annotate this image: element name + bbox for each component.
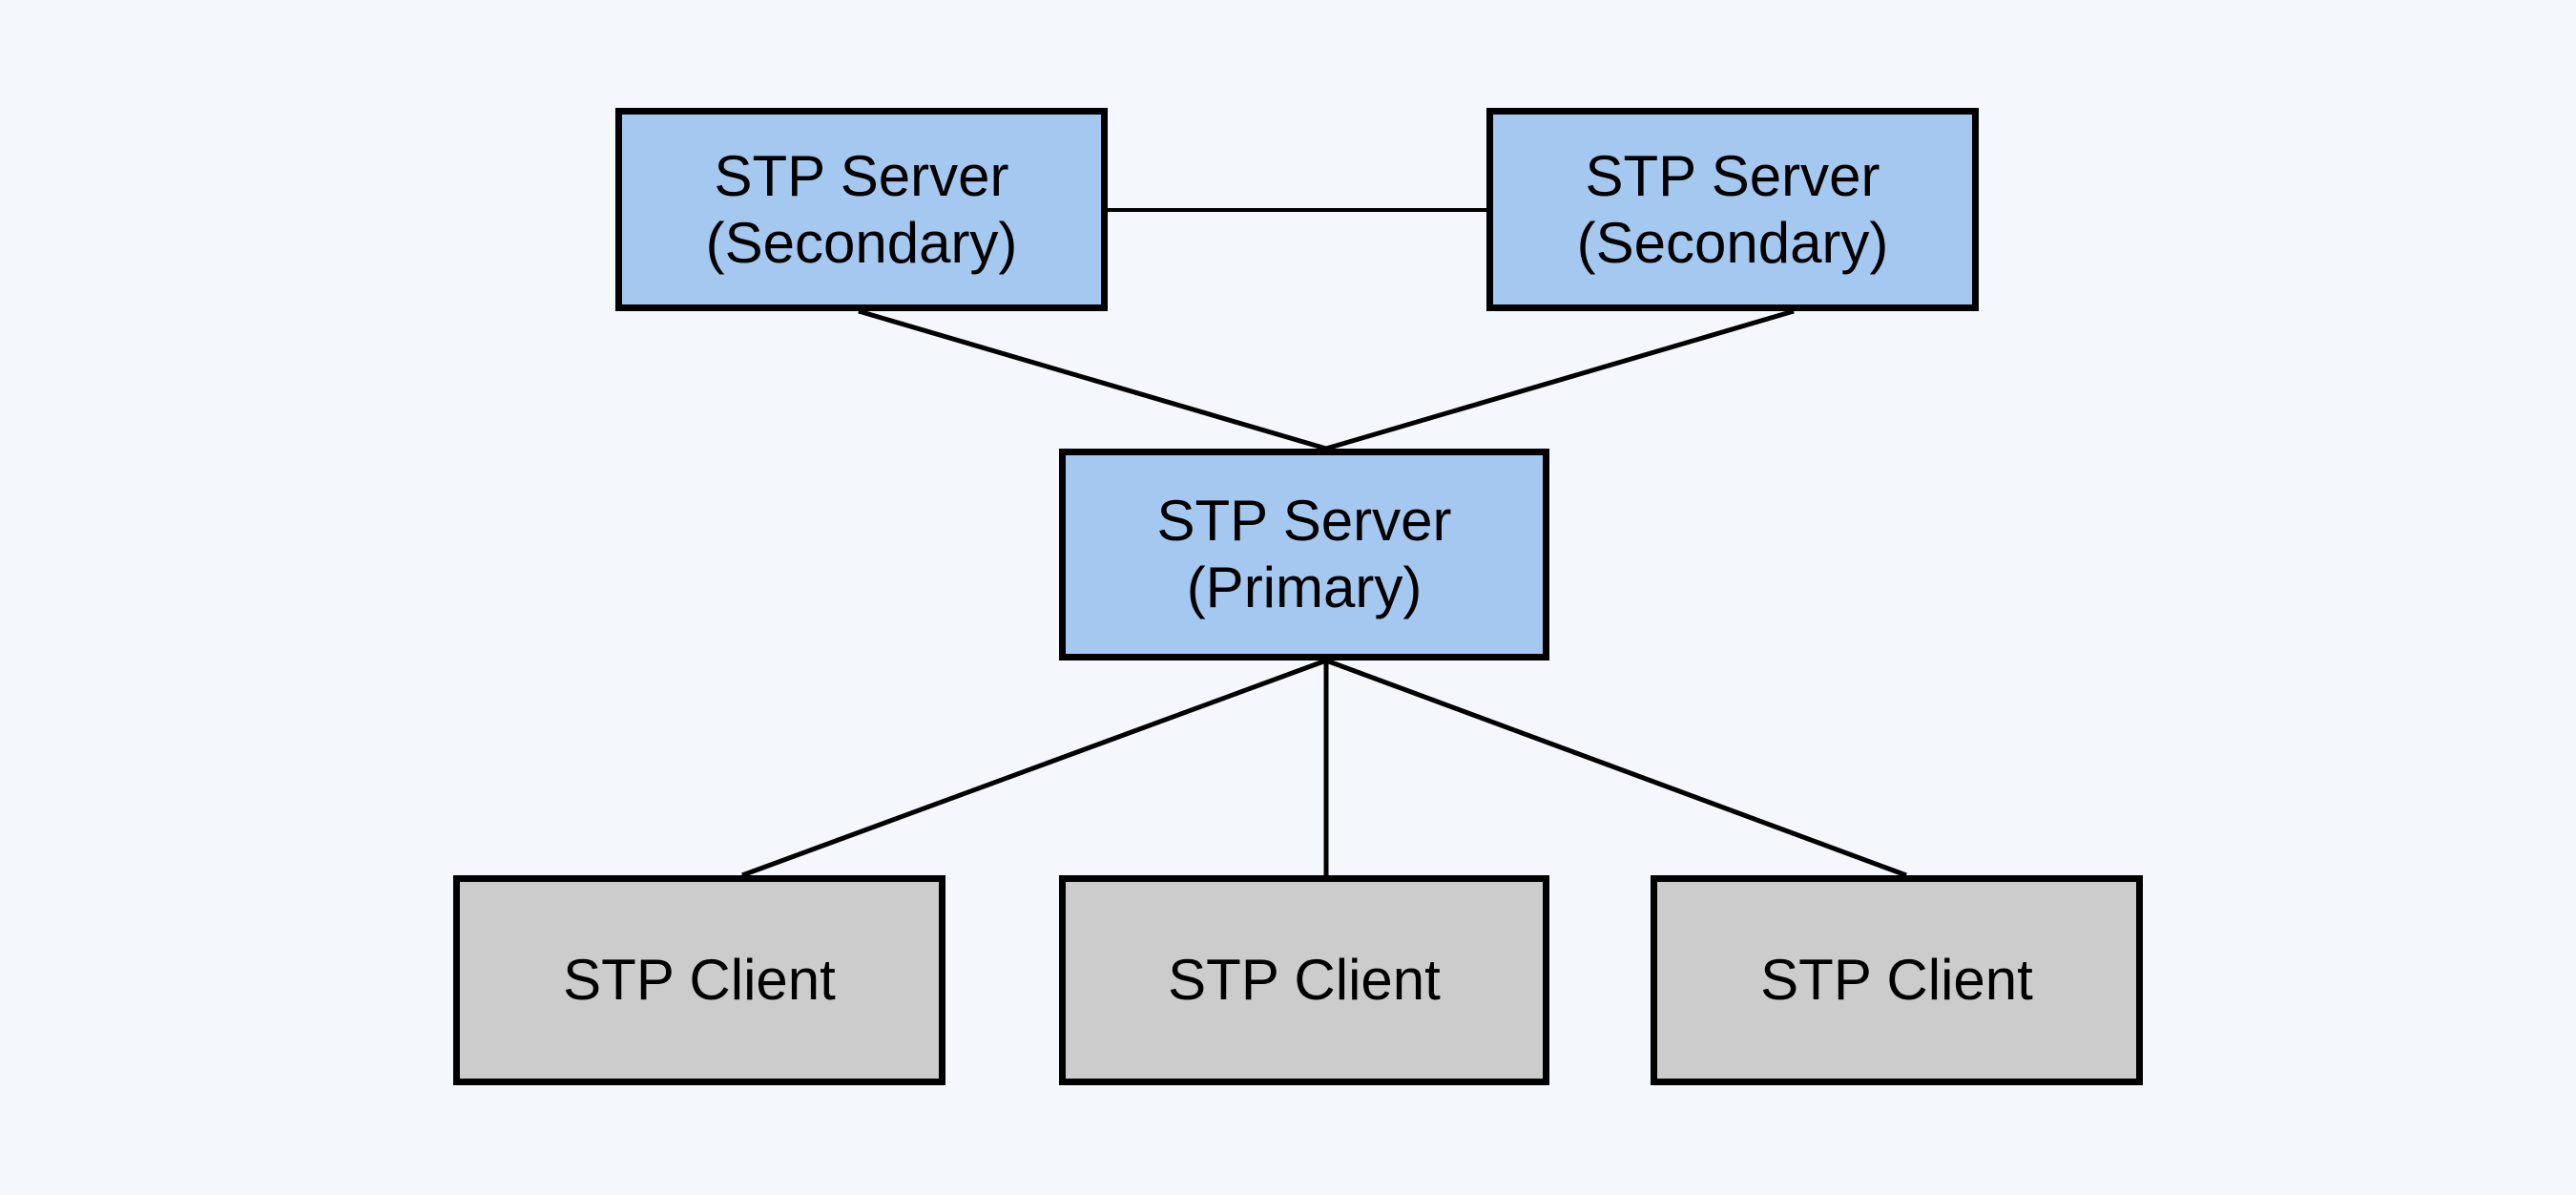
node-label-line1: STP Server	[714, 143, 1009, 208]
node-label-line1: STP Server	[1156, 489, 1452, 554]
node-label-line1: STP Client	[563, 948, 836, 1013]
node-label-line2: (Secondary)	[1576, 210, 1889, 275]
edge-primary-client3	[1325, 658, 1907, 878]
node-label-line2: (Primary)	[1186, 556, 1423, 619]
edge-primary-client1	[741, 658, 1327, 878]
edge-secondary1-primary	[858, 308, 1327, 451]
node-stp-server-secondary-2[interactable]: STP Server (Secondary)	[1486, 108, 1979, 311]
node-stp-client-1[interactable]: STP Client	[453, 875, 945, 1085]
node-label-line2: (Secondary)	[705, 210, 1018, 275]
node-stp-server-secondary-1[interactable]: STP Server (Secondary)	[615, 108, 1108, 311]
node-stp-server-primary[interactable]: STP Server (Primary)	[1059, 449, 1549, 660]
node-stp-client-2[interactable]: STP Client	[1059, 875, 1549, 1085]
node-label-line1: STP Client	[1760, 948, 2033, 1013]
node-label-line1: STP Server	[1585, 143, 1880, 208]
node-stp-client-3[interactable]: STP Client	[1651, 875, 2143, 1085]
node-label-line1: STP Client	[1168, 948, 1441, 1013]
edge-secondary2-primary	[1325, 308, 1795, 451]
